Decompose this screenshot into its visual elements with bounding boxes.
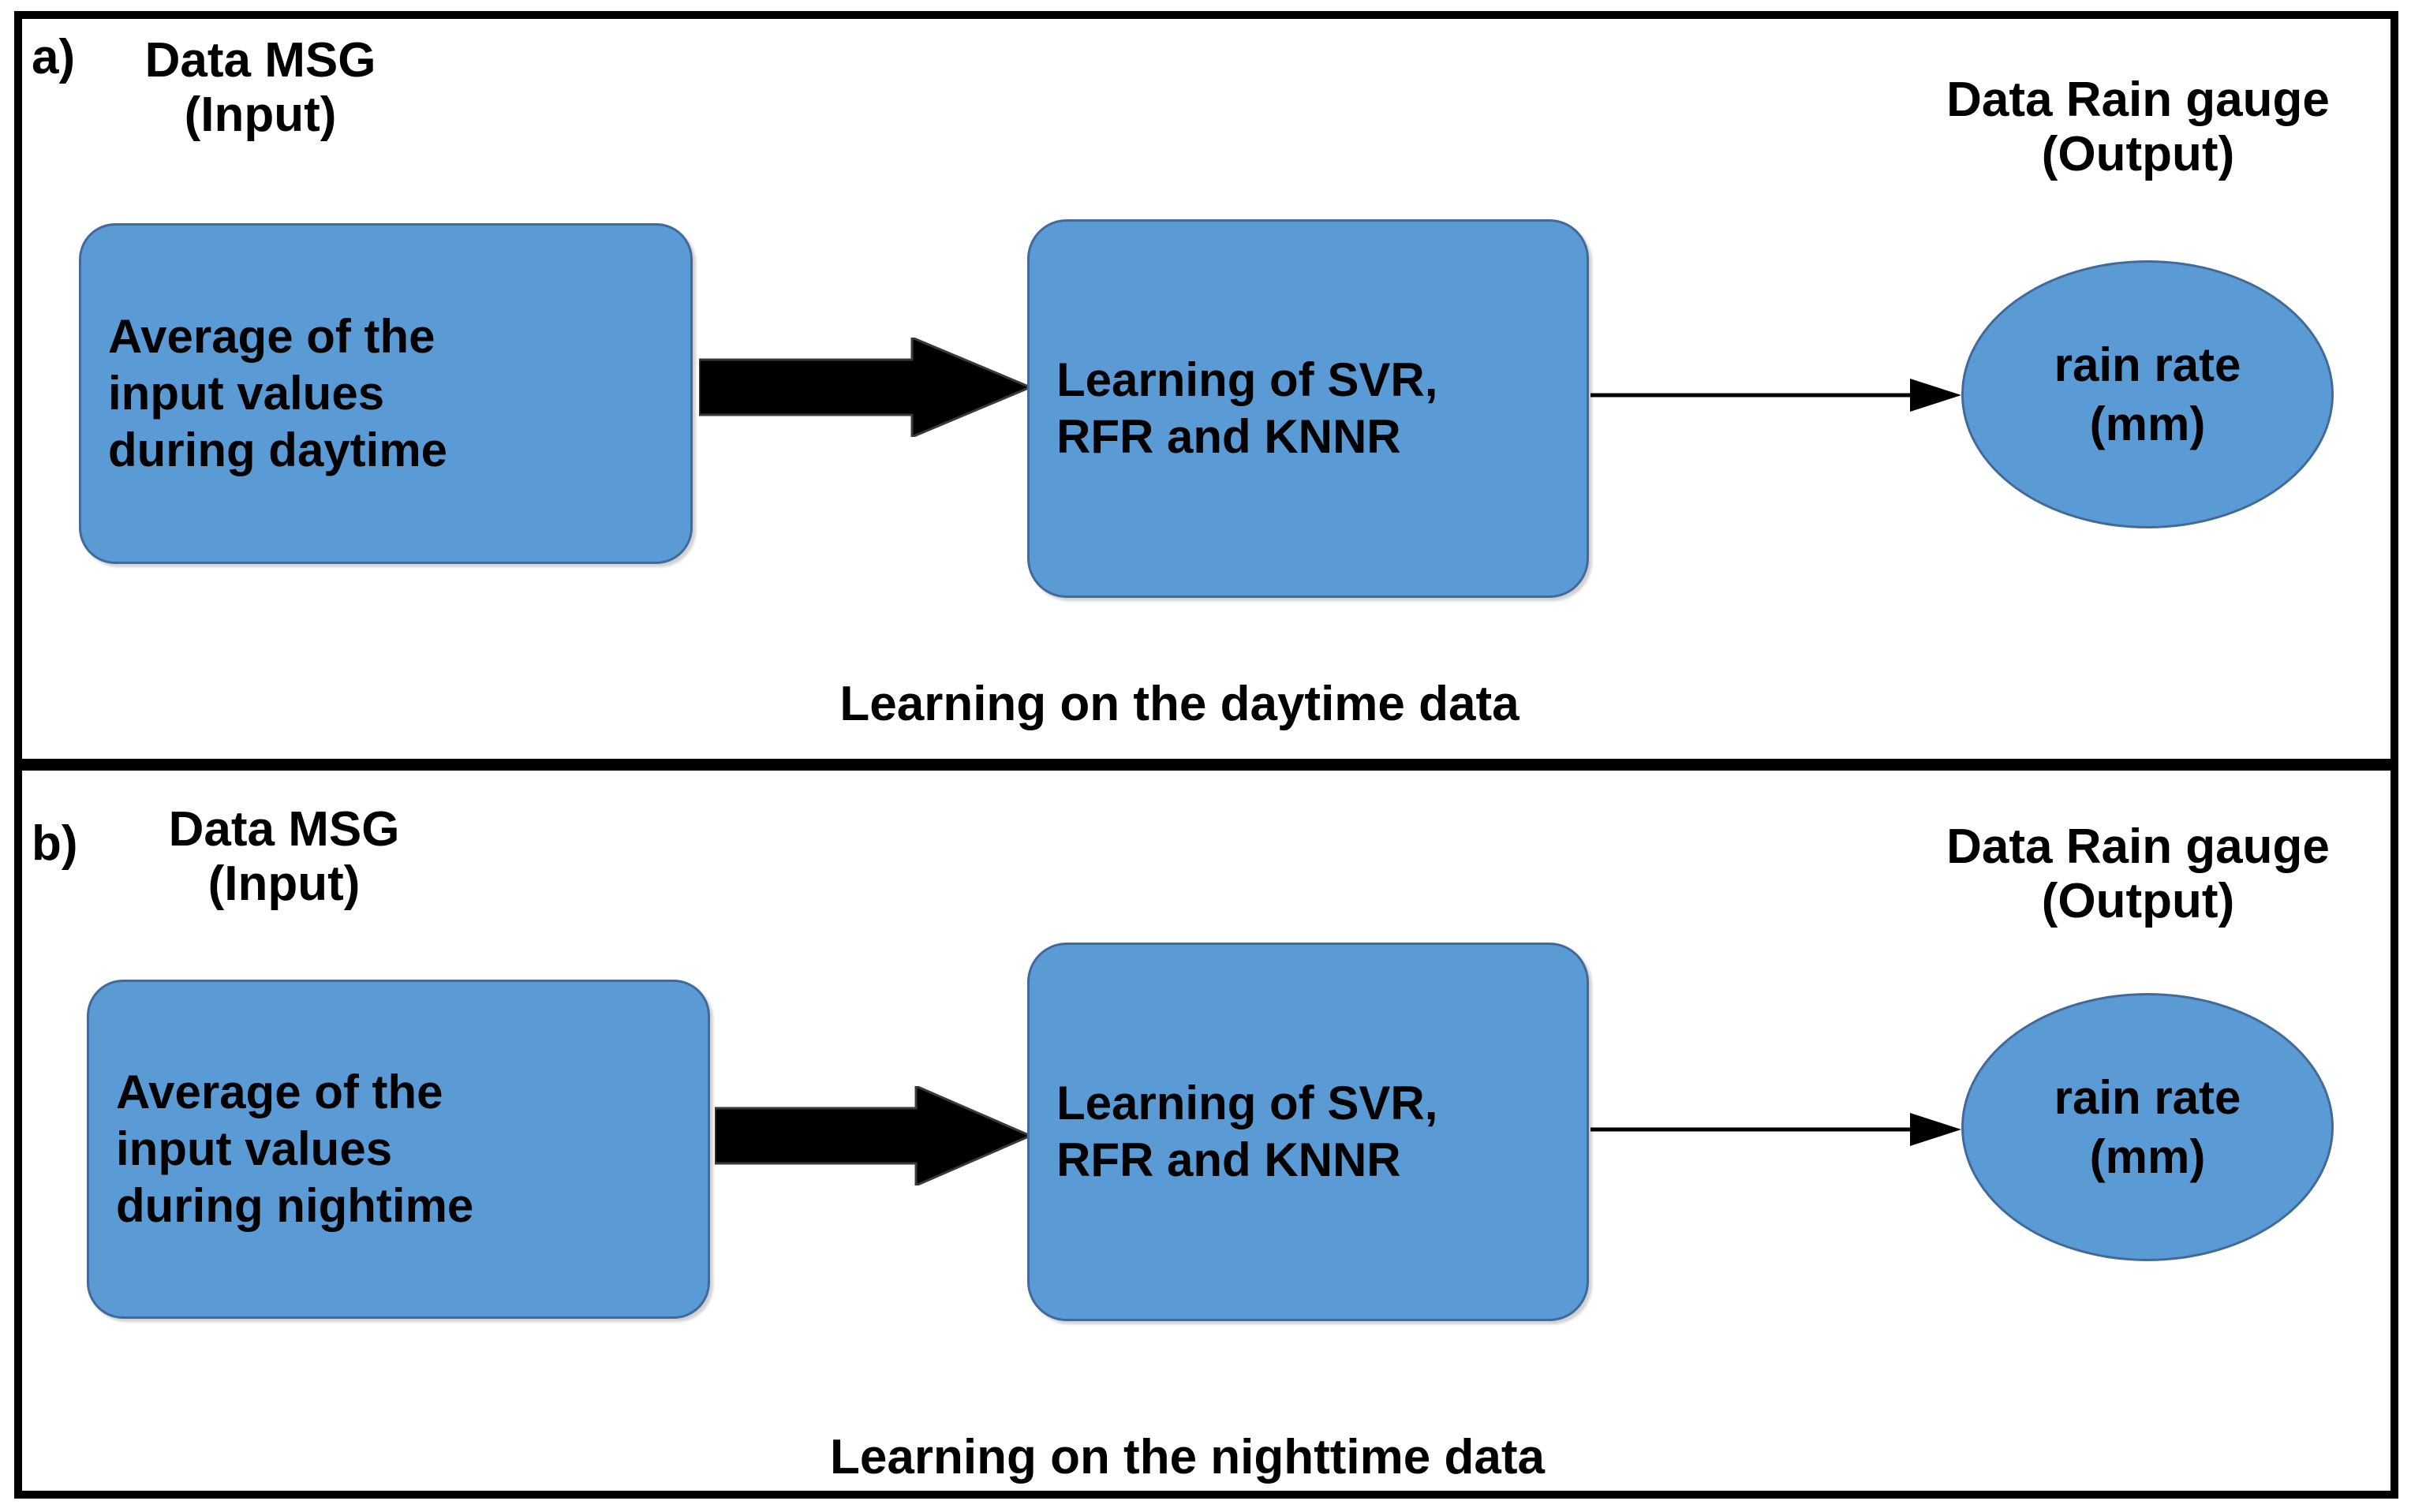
panel-b-output-node-label: rain rate (mm): [2054, 1071, 2241, 1183]
panel-a-letter: a): [32, 30, 76, 84]
panel-b: b) Data MSG (Input) Data Rain gauge (Out…: [0, 771, 2411, 1512]
panel-a-block-arrow-icon: [699, 338, 1030, 437]
panel-a-input-node[interactable]: Average of the input values during dayti…: [79, 223, 693, 564]
panel-b-block-arrow-icon: [715, 1086, 1030, 1185]
panel-b-line-arrow-icon: [1591, 1111, 1961, 1148]
panel-b-output-node[interactable]: rain rate (mm): [1961, 993, 2334, 1261]
panel-a-input-header: Data MSG (Input): [144, 33, 376, 143]
panel-a-output-node-label: rain rate (mm): [2054, 338, 2241, 450]
panel-b-caption: Learning on the nighttime data: [830, 1430, 1545, 1484]
panel-a-output-header: Data Rain gauge (Output): [1946, 73, 2330, 182]
panel-a: a) Data MSG (Input) Data Rain gauge (Out…: [32, 30, 2334, 731]
panel-b-input-header: Data MSG (Input): [168, 802, 400, 912]
panel-b-model-node-label: Learning of SVR, RFR and KNNR: [1056, 1077, 1438, 1186]
panel-a-output-node[interactable]: rain rate (mm): [1961, 260, 2334, 528]
panel-a-model-node-label: Learning of SVR, RFR and KNNR: [1056, 353, 1438, 463]
panel-a-caption: Learning on the daytime data: [839, 677, 1519, 731]
panel-b-output-header: Data Rain gauge (Output): [1946, 819, 2330, 929]
panel-b-letter: b): [32, 816, 78, 871]
panel-a-line-arrow-icon: [1591, 377, 1961, 413]
panel-b-input-node[interactable]: Average of the input values during night…: [87, 980, 710, 1319]
panel-a-input-node-label: Average of the input values during dayti…: [108, 310, 448, 476]
panel-b-input-node-label: Average of the input values during night…: [116, 1066, 474, 1232]
panel-divider: [22, 759, 2390, 771]
figure-outer-frame: [14, 11, 2398, 1499]
panel-b-model-node[interactable]: Learning of SVR, RFR and KNNR: [1027, 943, 1589, 1321]
panel-a-model-node[interactable]: Learning of SVR, RFR and KNNR: [1027, 219, 1589, 598]
